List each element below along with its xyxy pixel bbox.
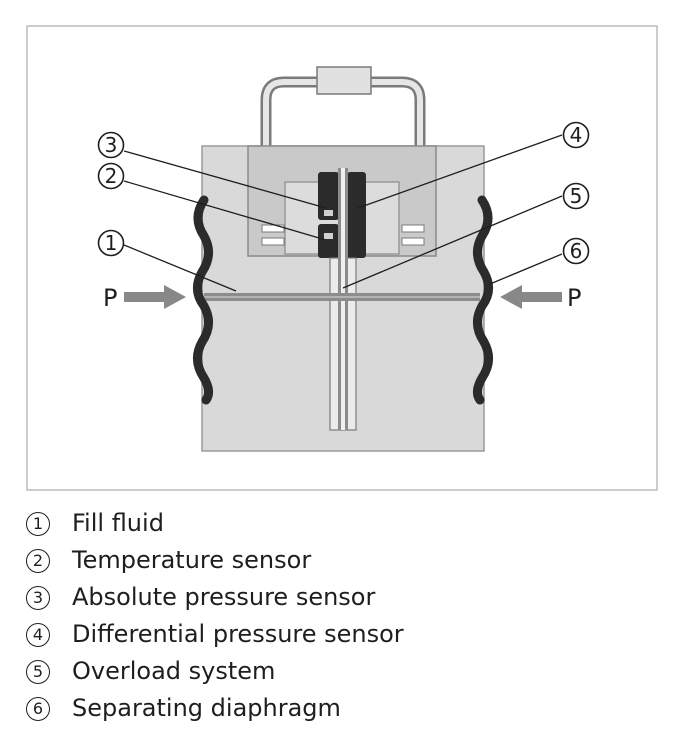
legend-text: Fill fluid — [72, 509, 164, 537]
leader-line-6 — [489, 253, 563, 285]
pressure-label-left: P — [103, 284, 117, 312]
pressure-label-right: P — [567, 284, 581, 312]
leader-line-4 — [357, 134, 563, 209]
legend-item-fill-fluid: 1 Fill fluid — [26, 505, 404, 542]
svg-text:5: 5 — [570, 184, 583, 208]
legend-marker: 6 — [26, 696, 50, 721]
callout-1: 1 — [97, 229, 125, 257]
callout-3: 3 — [97, 131, 125, 159]
svg-text:3: 3 — [105, 133, 118, 157]
leader-line-2 — [123, 180, 327, 241]
legend-list: 1 Fill fluid 2 Temperature sensor 3 Abso… — [26, 505, 404, 727]
svg-text:2: 2 — [105, 164, 118, 188]
legend-text: Absolute pressure sensor — [72, 583, 376, 611]
legend-item-overload-system: 5 Overload system — [26, 653, 404, 690]
svg-text:6: 6 — [570, 239, 583, 263]
temperature-sensor — [318, 224, 339, 258]
sensor-cross-section-diagram: P P 3 2 1 4 5 6 — [26, 25, 658, 491]
legend-text: Separating diaphragm — [72, 694, 341, 722]
callout-5: 5 — [562, 182, 590, 210]
leader-line-5 — [342, 195, 563, 289]
leader-line-3 — [123, 150, 327, 209]
legend-item-temperature-sensor: 2 Temperature sensor — [26, 542, 404, 579]
leader-line-1 — [123, 244, 237, 292]
separating-diaphragm-left — [193, 195, 214, 405]
legend-marker: 1 — [26, 511, 50, 536]
legend-item-separating-diaphragm: 6 Separating diaphragm — [26, 690, 404, 727]
legend-marker: 5 — [26, 659, 50, 684]
capillary-coupling — [316, 66, 372, 95]
legend-text: Differential pressure sensor — [72, 620, 404, 648]
separating-diaphragm-right — [472, 195, 493, 405]
legend-text: Overload system — [72, 657, 276, 685]
legend-text: Temperature sensor — [72, 546, 312, 574]
pressure-arrow-left — [124, 285, 186, 309]
absolute-pressure-sensor — [318, 172, 339, 220]
callout-4: 4 — [562, 121, 590, 149]
legend-marker: 2 — [26, 548, 50, 573]
legend-marker: 4 — [26, 622, 50, 647]
pressure-arrow-right — [500, 285, 562, 309]
differential-pressure-sensor — [347, 172, 366, 258]
svg-text:1: 1 — [105, 231, 118, 255]
legend-item-differential-pressure-sensor: 4 Differential pressure sensor — [26, 616, 404, 653]
callout-6: 6 — [562, 237, 590, 265]
legend-item-absolute-pressure-sensor: 3 Absolute pressure sensor — [26, 579, 404, 616]
legend-marker: 3 — [26, 585, 50, 610]
svg-text:4: 4 — [570, 123, 583, 147]
callout-2: 2 — [97, 162, 125, 190]
